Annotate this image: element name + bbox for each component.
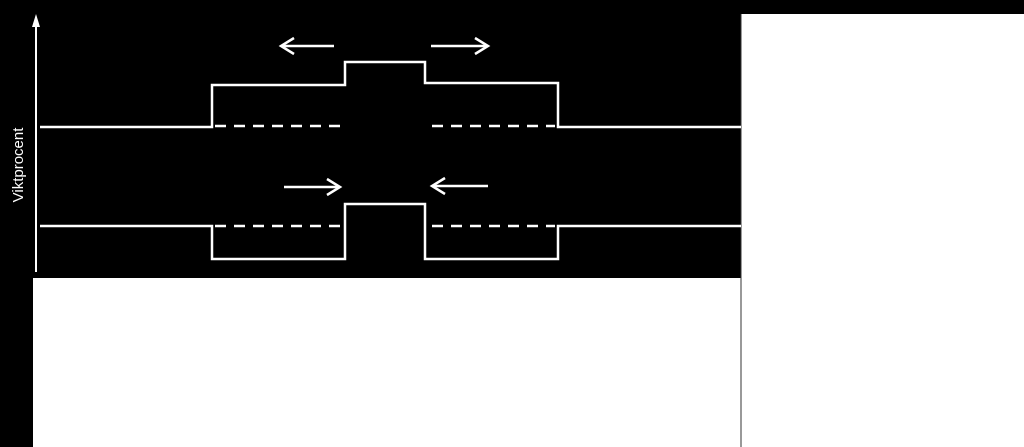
- lower-profile: [40, 176, 741, 261]
- lower-profile-line: [40, 202, 741, 261]
- y-axis: Viktprocent: [10, 14, 40, 272]
- arrow-left-icon: [278, 36, 334, 56]
- blank-panel-bottom: [33, 278, 741, 447]
- arrow-right-icon: [431, 36, 491, 56]
- blank-panel-right: [741, 14, 1024, 447]
- upper-profile: [40, 36, 741, 129]
- arrow-left-icon: [429, 176, 488, 196]
- y-axis-arrowhead: [32, 14, 40, 27]
- upper-profile-line: [40, 60, 741, 129]
- arrow-right-icon: [284, 177, 343, 197]
- y-axis-label: Viktprocent: [10, 127, 27, 203]
